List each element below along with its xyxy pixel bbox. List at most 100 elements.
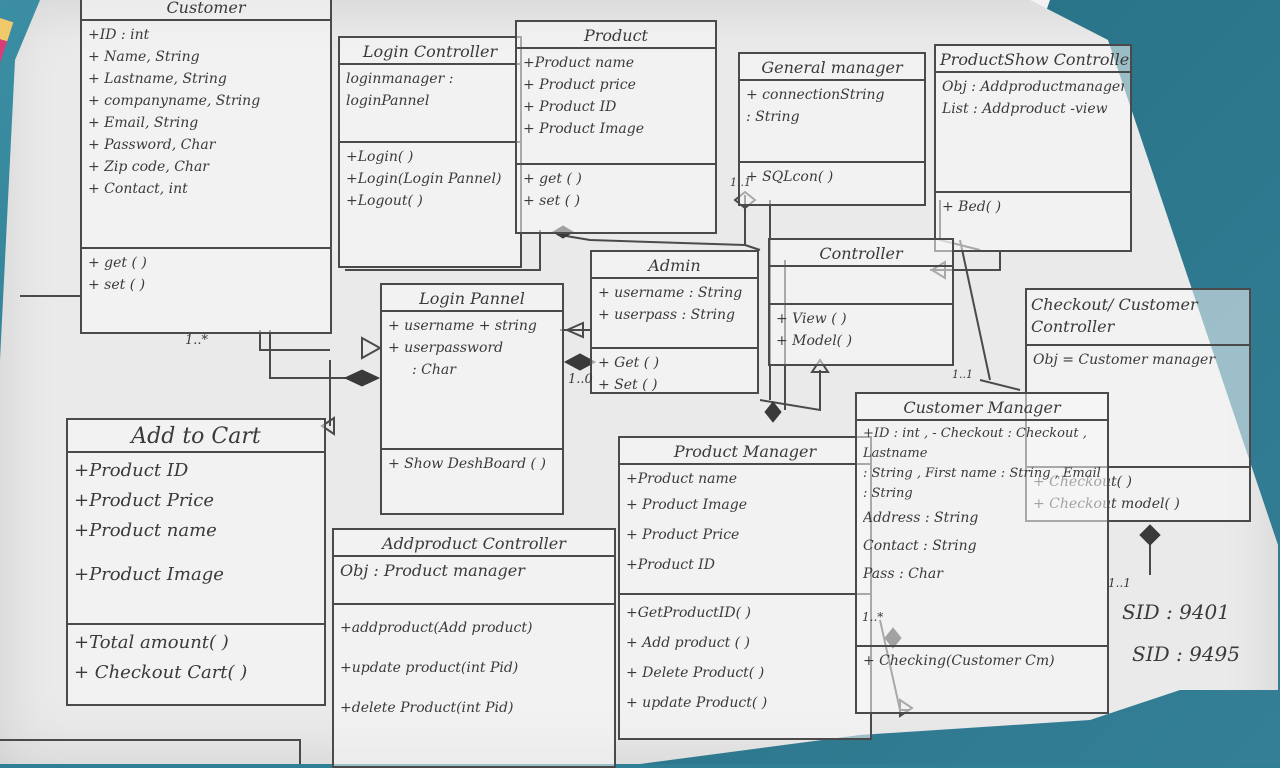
- class-title: General manager: [740, 54, 924, 81]
- arrow-loginpannel-1: [361, 336, 383, 360]
- attribute: +Product name: [626, 471, 738, 487]
- method: +update product(int Pid): [340, 660, 519, 676]
- attribute: + Email, String: [88, 115, 199, 131]
- attribute: + Product ID: [523, 99, 617, 115]
- link-psc-cm: [959, 239, 991, 381]
- attribute: Obj : Product manager: [340, 561, 525, 580]
- class-login-pannel: Login Pannel + username + string + userp…: [380, 283, 564, 515]
- attribute: +Product Price: [74, 490, 214, 511]
- class-attributes: Obj = Customer manager: [1027, 346, 1249, 468]
- class-methods: +addproduct(Add product) +update product…: [334, 605, 614, 731]
- class-customer: Customer +ID : int + Name, String + Last…: [80, 0, 332, 334]
- attribute: + Product Image: [523, 121, 645, 137]
- multiplicity-customer-manager-left: 1..*: [862, 610, 884, 624]
- attribute: + userpass : String: [598, 307, 736, 323]
- attribute: + Zip code, Char: [88, 159, 209, 175]
- attribute: : String: [746, 109, 800, 125]
- class-methods: + Bed( ): [936, 193, 1130, 221]
- attribute: + userpassword: [388, 340, 504, 356]
- class-productshow-controller: ProductShow Controller Obj : Addproductm…: [934, 44, 1132, 252]
- student-id-note-1: SID : 9401: [1122, 600, 1230, 624]
- attribute: : Char: [412, 362, 456, 378]
- class-title: Addproduct Controller: [334, 530, 614, 557]
- attribute: + companyname, String: [88, 93, 261, 109]
- method: +Login( ): [346, 149, 414, 165]
- class-methods: + View ( ) + Model( ): [770, 305, 952, 355]
- class-attributes: + connectionString : String: [740, 81, 924, 163]
- class-methods: +Login( ) +Login(Login Pannel) +Logout( …: [340, 143, 520, 215]
- diamond-loginpannel: [343, 369, 381, 387]
- method: +Login(Login Pannel): [346, 171, 502, 187]
- attribute: + connectionString: [746, 87, 885, 103]
- attribute: Obj : Addproductmanager: [942, 79, 1124, 95]
- class-attributes: Obj : Product manager: [334, 557, 614, 605]
- method: + Add product ( ): [626, 635, 751, 651]
- class-attributes: +ID : int , - Checkout : Checkout , Last…: [857, 421, 1107, 647]
- arrow-addtocart: [320, 416, 335, 436]
- method: + get ( ): [88, 255, 147, 271]
- class-attributes: +Product name + Product Image + Product …: [620, 465, 870, 595]
- method: + Model( ): [776, 333, 853, 349]
- student-id-note-2: SID : 9495: [1132, 642, 1240, 666]
- link-login-product: [345, 230, 541, 271]
- multiplicity-general-manager: 1..1: [730, 176, 751, 189]
- class-product-manager: Product Manager +Product name + Product …: [618, 436, 872, 740]
- attribute: : String , First name : String , Email :…: [863, 466, 1101, 501]
- attribute: Contact : String: [863, 538, 977, 554]
- class-title: ProductShow Controller: [936, 46, 1130, 73]
- attribute: +Product ID: [74, 460, 189, 481]
- class-attributes: +Product ID +Product Price +Product name…: [68, 453, 324, 625]
- method: + View ( ): [776, 311, 847, 327]
- attribute: + username : String: [598, 285, 743, 301]
- class-methods: + get ( ) + set ( ): [517, 165, 715, 215]
- class-title: Customer: [82, 0, 330, 21]
- class-controller: Controller + View ( ) + Model( ): [768, 238, 954, 366]
- class-methods: + SQLcon( ): [740, 163, 924, 191]
- class-methods: + Get ( ) + Set ( ): [592, 349, 757, 399]
- method: +addproduct(Add product): [340, 620, 533, 636]
- class-attributes: +ID : int + Name, String + Lastname, Str…: [82, 21, 330, 249]
- attribute: + username + string: [388, 318, 537, 334]
- method: + get ( ): [523, 171, 582, 187]
- class-attributes: + username : String + userpass : String: [592, 279, 757, 349]
- attribute: + Password, Char: [88, 137, 216, 153]
- class-attributes: + username + string + userpassword : Cha…: [382, 312, 562, 450]
- diamond-checkout: [1139, 524, 1161, 546]
- multiplicity-admin: 1..0: [568, 372, 593, 387]
- multiplicity-customer-manager-top: 1..1: [952, 368, 973, 381]
- class-general-manager: General manager + connectionString : Str…: [738, 52, 926, 206]
- class-attributes: Obj : Addproductmanager List : Addproduc…: [936, 73, 1130, 193]
- method: +GetProductID( ): [626, 605, 751, 621]
- attribute: Obj = Customer manager: [1033, 352, 1216, 368]
- class-admin: Admin + username : String + userpass : S…: [590, 250, 759, 394]
- class-customer-manager: Customer Manager +ID : int , - Checkout …: [855, 392, 1109, 714]
- class-attributes: +Product name + Product price + Product …: [517, 49, 715, 165]
- method: + SQLcon( ): [746, 169, 834, 185]
- class-title: Product Manager: [620, 438, 870, 465]
- class-title: Checkout/ Customer Controller: [1027, 290, 1249, 346]
- link-customer-loginpannel: [259, 330, 330, 351]
- multiplicity-checkout: 1..1: [1108, 576, 1131, 590]
- method: + Get ( ): [598, 355, 660, 371]
- class-attributes: loginmanager : loginPannel: [340, 65, 520, 143]
- class-add-to-cart: Add to Cart +Product ID +Product Price +…: [66, 418, 326, 706]
- method: + Checkout Cart( ): [74, 662, 248, 683]
- link-controller-down: [759, 370, 821, 412]
- class-title: Login Controller: [340, 38, 520, 65]
- method: + set ( ): [88, 277, 146, 293]
- class-title: Add to Cart: [68, 420, 324, 453]
- method: + Bed( ): [942, 199, 1002, 215]
- attribute: +Product ID: [626, 557, 715, 573]
- class-methods: + get ( ) + set ( ): [82, 249, 330, 299]
- method: + Set ( ): [598, 377, 658, 393]
- attribute: + Contact, int: [88, 181, 188, 197]
- attribute: +Product name: [523, 55, 635, 71]
- method: + Delete Product( ): [626, 665, 765, 681]
- class-attributes: [770, 267, 952, 305]
- method: +Logout( ): [346, 193, 423, 209]
- class-methods: +Total amount( ) + Checkout Cart( ): [68, 625, 324, 691]
- class-methods: + Checking(Customer Cm): [857, 647, 1107, 675]
- link-customer-userpass: [269, 330, 360, 379]
- attribute: + Product price: [523, 77, 636, 93]
